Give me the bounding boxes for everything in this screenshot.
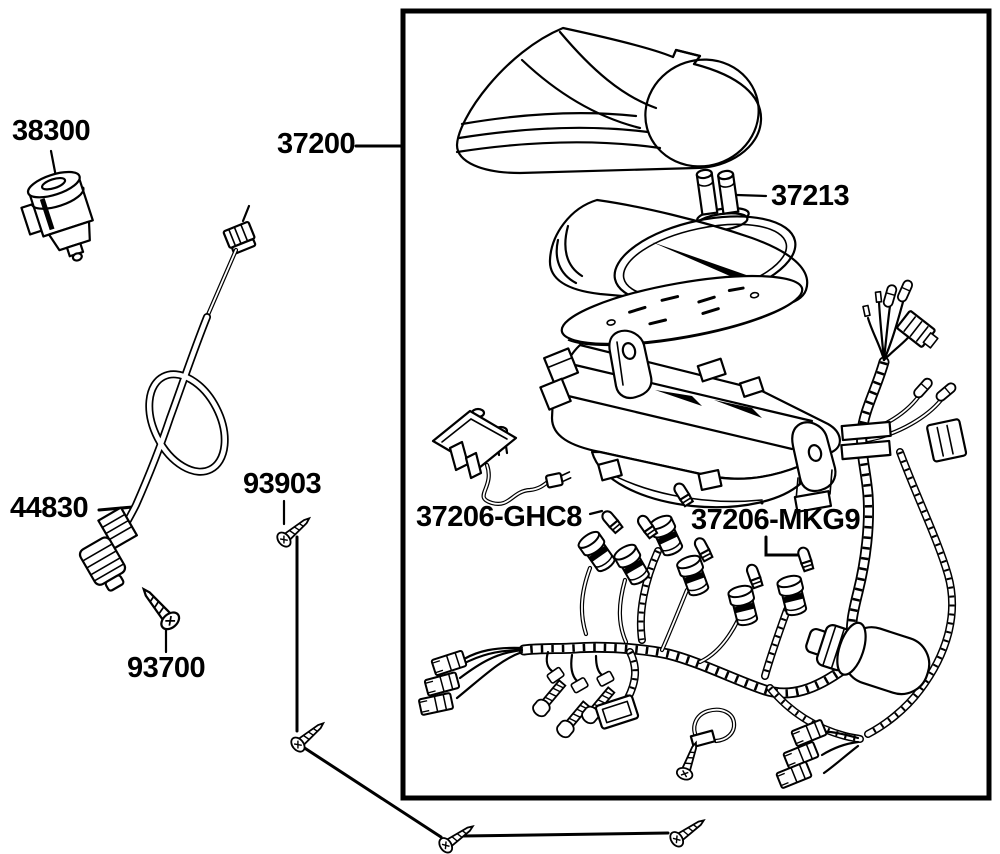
speedometer-cable-44830 (78, 204, 257, 592)
part-label-37213: 37213 (771, 180, 850, 212)
boundary-box (400, 8, 992, 801)
part-label-38300: 38300 (12, 115, 91, 147)
cable-clamp (674, 707, 737, 783)
meter-lower-case (539, 329, 841, 513)
harness-left-connectors (417, 646, 524, 717)
bulb-sockets-37206 (575, 511, 810, 680)
part-38300-switch-unit (20, 170, 94, 262)
harness-bottom-right-connectors (775, 718, 860, 790)
sensor-plate-with-wire (431, 407, 572, 506)
leader-lines (49, 144, 800, 839)
wire-harness (417, 278, 968, 790)
meter-dial-plate (560, 274, 804, 347)
part-label-93700: 93700 (127, 652, 206, 684)
harness-boot-connector (805, 621, 931, 696)
harness-lower-block-connector (594, 694, 640, 730)
meter-top-cover (455, 26, 763, 175)
harness-tape-band (840, 420, 892, 461)
part-label-93903: 93903 (243, 468, 322, 500)
harness-right-block-connector (926, 418, 968, 463)
screw-93700 (134, 581, 184, 634)
harness-wire-stubs (545, 650, 615, 694)
part-label-37206-ghc8: 37206-GHC8 (416, 501, 582, 533)
harness-top-terminals (862, 278, 939, 362)
part-label-37200: 37200 (277, 128, 356, 160)
part-label-44830: 44830 (10, 492, 89, 524)
part-label-37206-mkg9: 37206-MKG9 (691, 504, 861, 536)
